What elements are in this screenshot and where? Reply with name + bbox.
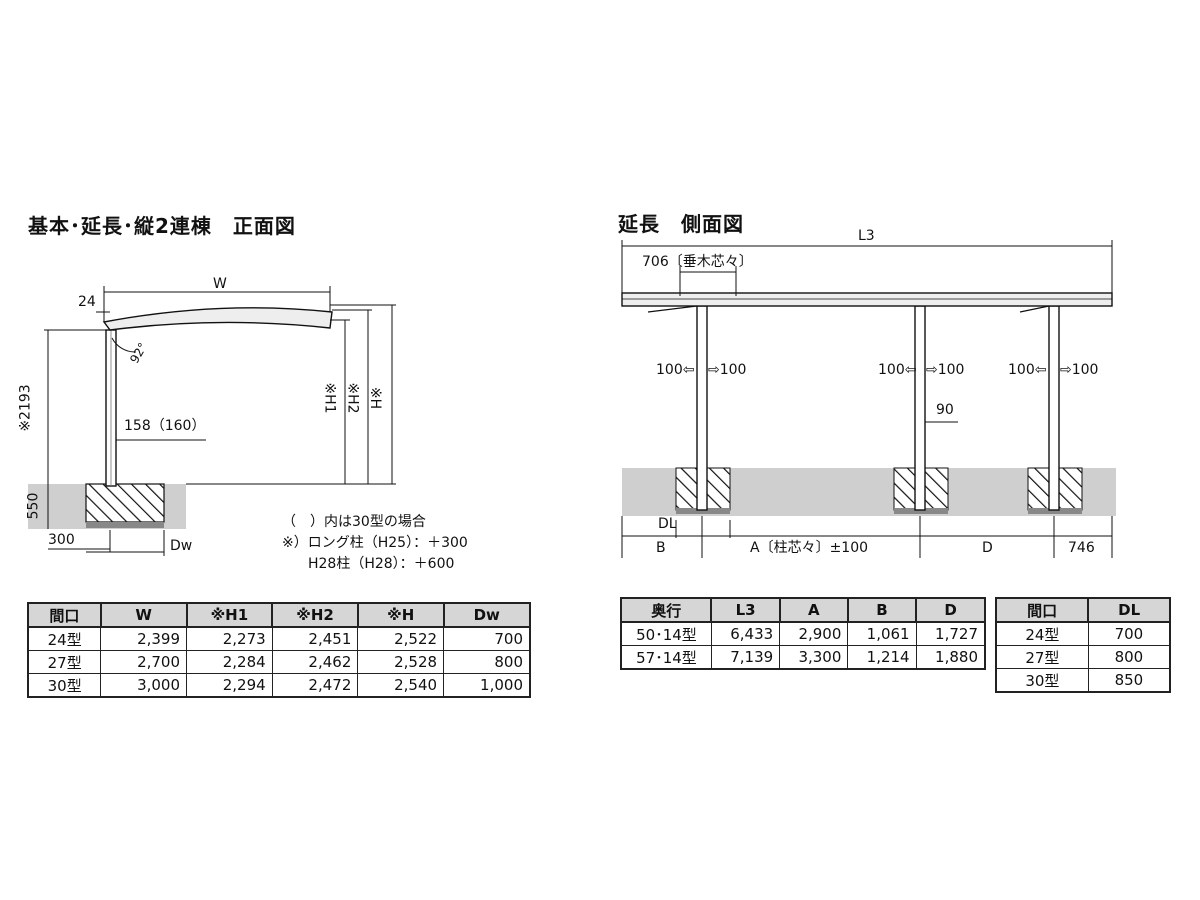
side-arrow-3r: ⇨100 — [1060, 362, 1099, 378]
table-header: A — [778, 597, 849, 623]
table-cell: 24型 — [995, 621, 1089, 646]
table-cell: 2,522 — [357, 626, 445, 651]
side-l3-label: L3 — [858, 228, 875, 244]
table-cell: 700 — [1087, 621, 1171, 646]
table-cell: 2,284 — [186, 650, 273, 674]
table-header: ※H1 — [185, 602, 274, 628]
width-spec-table: 間口 W ※H1 ※H2 ※H Dw 24型 2,399 2,273 2,451… — [27, 602, 532, 698]
front-24-label: 24 — [78, 294, 96, 310]
table-header: 奥行 — [619, 597, 713, 623]
table-cell: 2,700 — [100, 650, 188, 674]
front-w-label: W — [213, 276, 227, 292]
side-d-label: D — [982, 540, 993, 556]
table-cell: 1,214 — [847, 645, 917, 670]
table-header: D — [915, 597, 986, 623]
table-cell: 2,451 — [271, 626, 359, 651]
table-row: 24型 2,399 2,273 2,451 2,522 700 — [27, 626, 531, 651]
table-cell: 2,294 — [186, 673, 273, 698]
side-746-label: 746 — [1068, 540, 1095, 556]
table-header-row: 奥行 L3 A B D — [619, 597, 986, 623]
table-row: 24型 700 — [995, 621, 1171, 646]
table-cell: 1,061 — [847, 621, 917, 646]
table-header: L3 — [710, 597, 781, 623]
table-cell: 1,727 — [915, 621, 986, 646]
side-706-label: 706〔垂木芯々〕 — [642, 254, 753, 270]
side-a-label: A〔柱芯々〕±100 — [750, 540, 869, 556]
table-row: 27型 800 — [995, 645, 1171, 669]
table-header: B — [846, 597, 918, 623]
table-header: 間口 — [994, 597, 1090, 623]
table-cell: 2,528 — [357, 650, 445, 674]
table-cell: 3,000 — [100, 673, 188, 698]
side-90-label: 90 — [936, 402, 954, 418]
front-note-2: ※）ロング柱（H25）：＋300 — [282, 535, 468, 551]
depth-spec-table: 奥行 L3 A B D 50･14型 6,433 2,900 1,061 1,7… — [619, 597, 986, 670]
table-cell: 1,880 — [915, 645, 986, 670]
table-row: 30型 850 — [995, 668, 1171, 693]
side-b-label: B — [656, 540, 666, 556]
table-cell: 2,472 — [271, 673, 359, 698]
table-cell: 800 — [443, 650, 531, 674]
side-arrow-1l: 100⇦ — [656, 362, 695, 378]
table-row: 30型 3,000 2,294 2,472 2,540 1,000 — [27, 673, 531, 698]
table-cell: 3,300 — [779, 645, 849, 670]
table-cell: 2,273 — [186, 626, 273, 651]
table-row: 50･14型 6,433 2,900 1,061 1,727 — [620, 621, 986, 646]
table-cell: 2,399 — [100, 626, 188, 651]
table-cell: 800 — [1087, 645, 1171, 669]
table-row: 27型 2,700 2,284 2,462 2,528 800 — [27, 650, 531, 674]
table-header-row: 間口 W ※H1 ※H2 ※H Dw — [27, 602, 532, 628]
table-cell: 27型 — [995, 645, 1089, 669]
side-view-title: 延長 側面図 — [618, 212, 744, 236]
table-cell: 7,139 — [710, 645, 781, 670]
side-arrow-2l: 100⇦ — [878, 362, 917, 378]
dl-spec-table: 間口 DL 24型 700 27型 800 30型 850 — [994, 597, 1171, 693]
table-cell: 2,900 — [779, 621, 849, 646]
table-header-row: 間口 DL — [994, 597, 1171, 623]
front-dw-label: Dw — [170, 538, 193, 554]
side-arrow-1r: ⇨100 — [708, 362, 747, 378]
front-note-1: （ ）内は30型の場合 — [282, 514, 426, 530]
table-header: W — [99, 602, 188, 628]
side-arrow-2r: ⇨100 — [926, 362, 965, 378]
table-cell: 2,540 — [357, 673, 445, 698]
front-view-drawing — [28, 286, 396, 556]
table-header: Dw — [442, 602, 532, 628]
table-cell: 850 — [1087, 668, 1171, 693]
side-roof — [621, 292, 1113, 307]
front-300-label: 300 — [48, 532, 75, 548]
front-col-label: 158（160） — [124, 418, 206, 434]
table-header: ※H2 — [271, 602, 359, 628]
table-cell: 1,000 — [443, 673, 531, 698]
table-row: 57･14型 7,139 3,300 1,214 1,880 — [620, 645, 986, 670]
table-cell: 2,462 — [271, 650, 359, 674]
table-header: DL — [1087, 597, 1171, 623]
side-dl-label: DL — [658, 516, 677, 532]
table-cell: 50･14型 — [620, 621, 712, 646]
side-view-drawing — [621, 240, 1116, 558]
table-cell: 57･14型 — [620, 645, 712, 670]
table-cell: 30型 — [995, 668, 1089, 693]
table-cell: 700 — [443, 626, 531, 651]
table-header: 間口 — [27, 602, 102, 628]
table-cell: 30型 — [27, 673, 102, 698]
table-cell: 6,433 — [710, 621, 781, 646]
table-header: ※H — [356, 602, 445, 628]
table-cell: 27型 — [27, 650, 102, 674]
table-cell: 24型 — [27, 626, 102, 651]
front-view-title: 基本･延長･縦2連棟 正面図 — [28, 214, 296, 238]
front-note-3: H28柱（H28）：＋600 — [308, 556, 455, 572]
side-arrow-3l: 100⇦ — [1008, 362, 1047, 378]
